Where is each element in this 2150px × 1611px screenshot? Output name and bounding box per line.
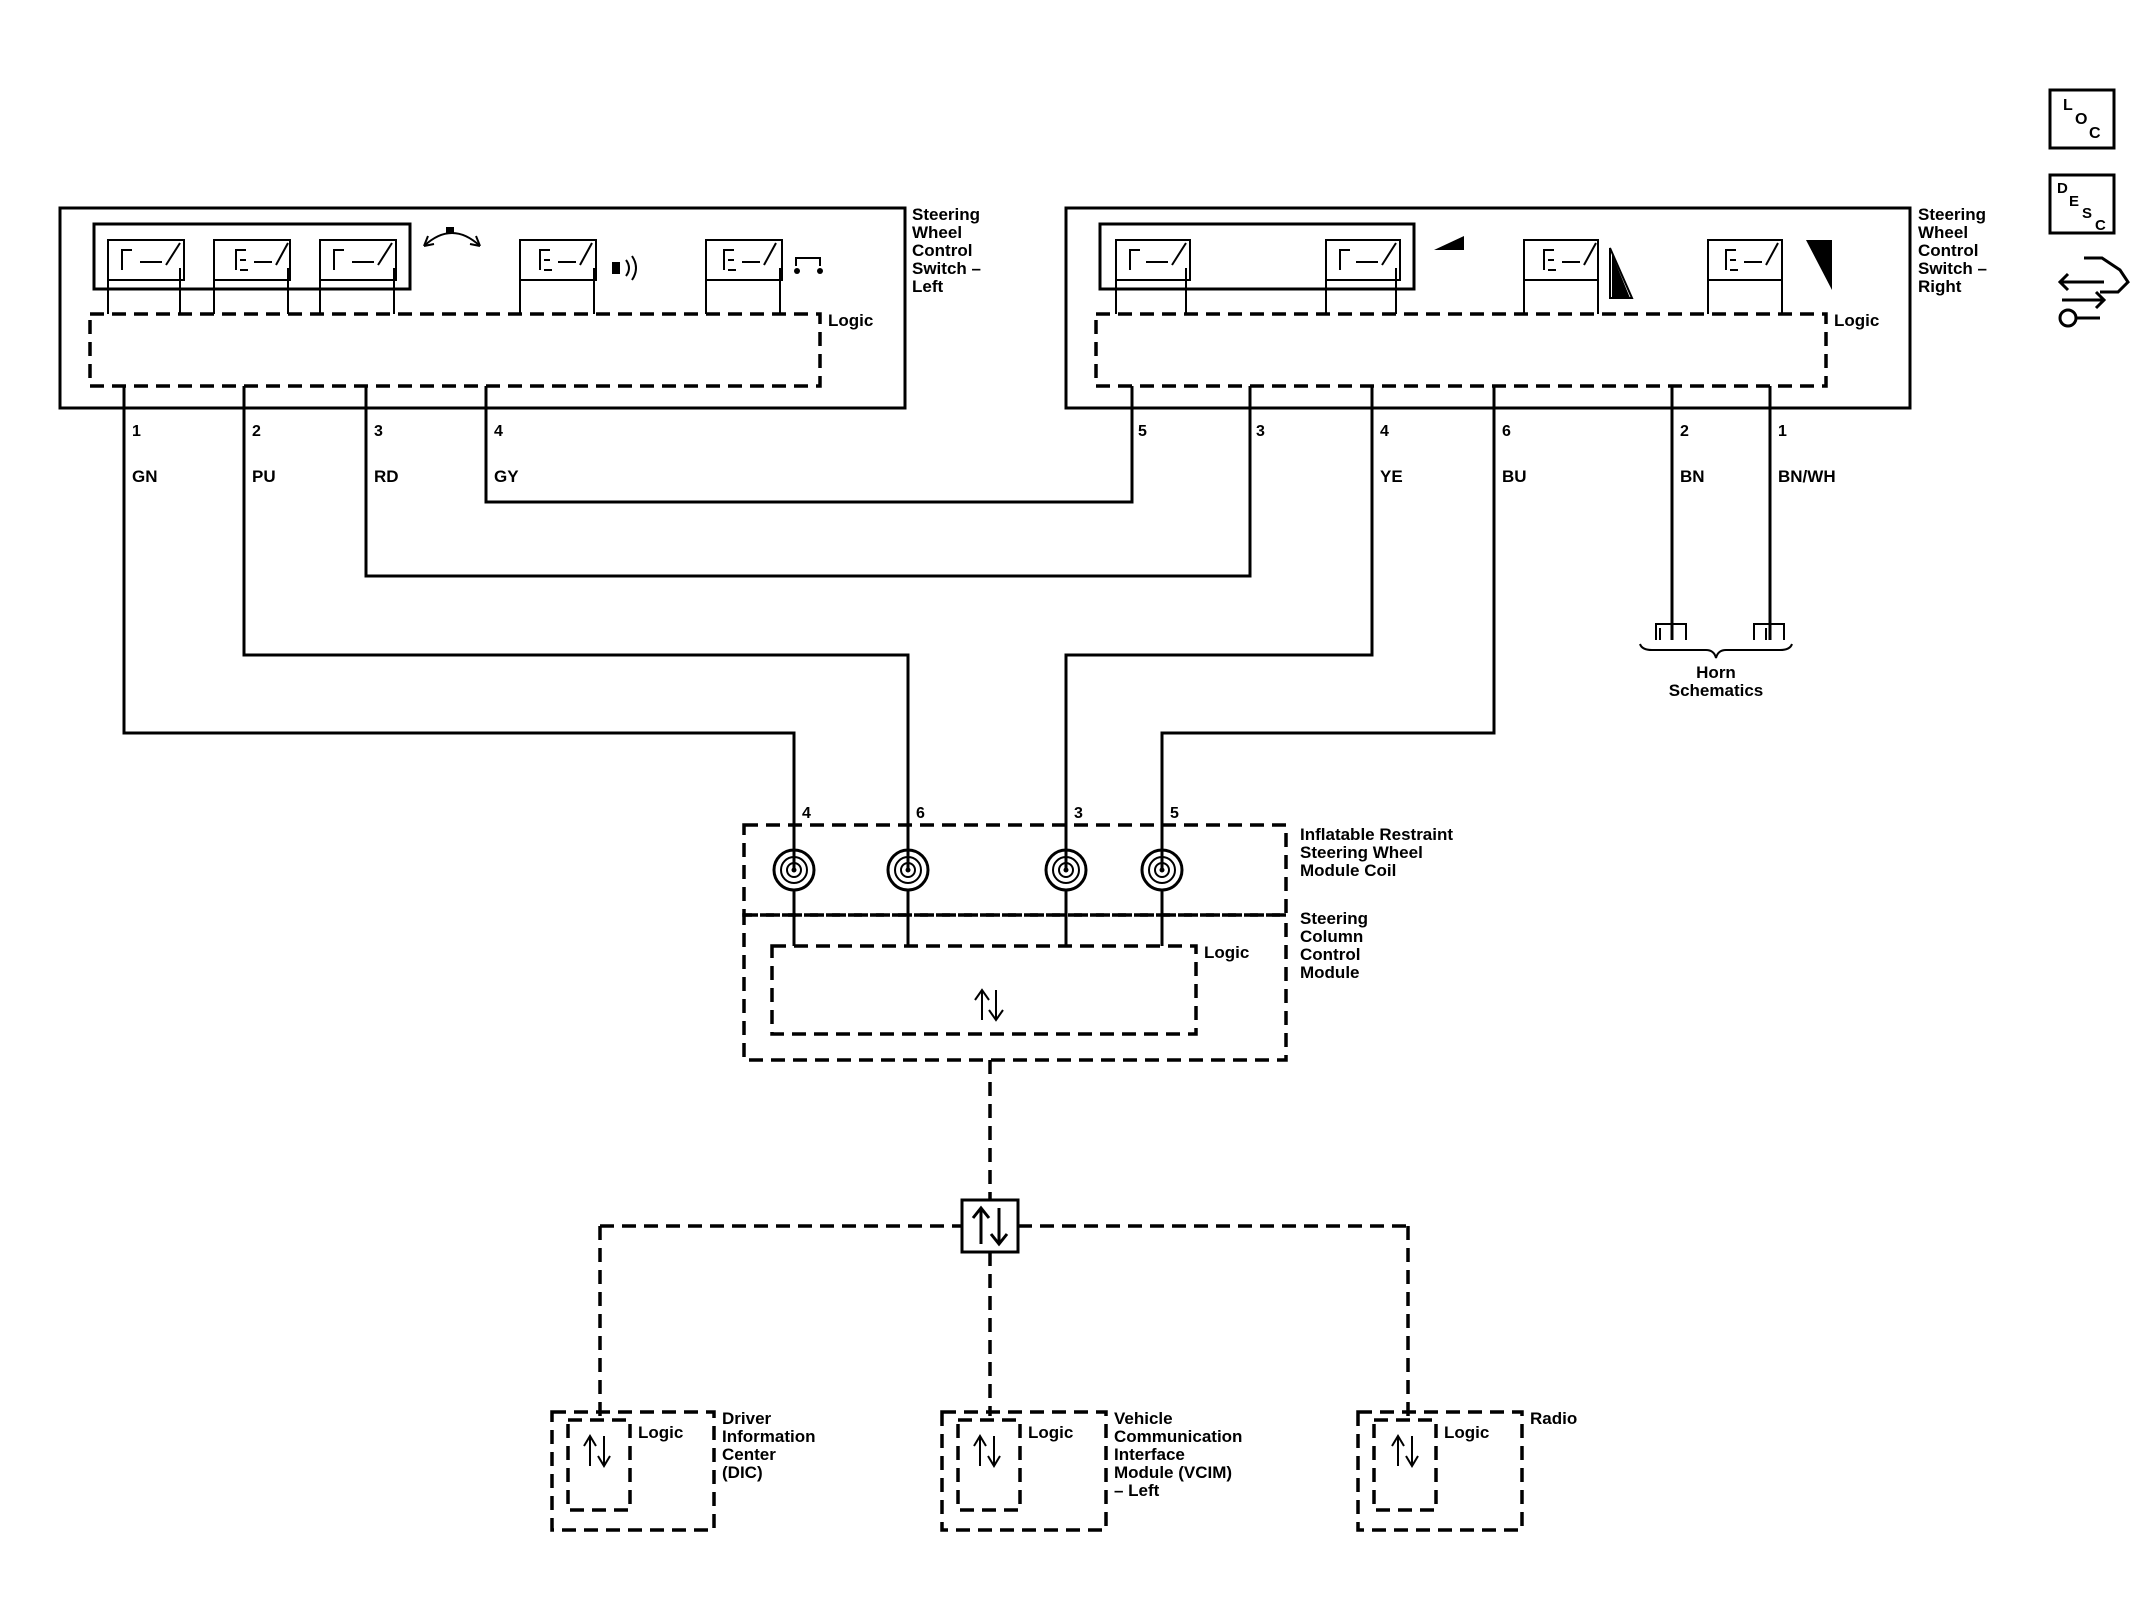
wires	[122, 386, 1772, 870]
svg-text:Logic: Logic	[1204, 943, 1249, 962]
svg-text:3: 3	[1256, 423, 1265, 440]
coil-icon	[1140, 848, 1184, 892]
phone-icon	[794, 257, 823, 274]
radio-name: Radio	[1530, 1409, 1577, 1428]
svg-text:D: D	[2057, 180, 2068, 197]
data-arrows-icon	[973, 1434, 1001, 1468]
desc-icon[interactable]: D E S C	[2048, 173, 2116, 235]
coil-icon	[886, 848, 930, 892]
swc-left-module: Logic Steering Wheel Control Switch – Le…	[58, 205, 986, 410]
svg-text:Logic: Logic	[1028, 1423, 1073, 1442]
svg-text:S: S	[2082, 205, 2092, 222]
coil-icon	[1044, 848, 1088, 892]
switch-icon	[1115, 239, 1191, 314]
svg-text:4: 4	[494, 423, 503, 440]
svg-text:C: C	[2089, 125, 2101, 142]
svg-text:4: 4	[802, 805, 811, 822]
swc-right-module: Logic Steering Wheel Control Switch – Ri…	[1064, 205, 1992, 410]
svg-text:2: 2	[1680, 423, 1689, 440]
coil-name: Inflatable Restraint Steering Wheel Modu…	[1300, 825, 1458, 880]
switch-icon	[1523, 239, 1599, 314]
svg-text:O: O	[2075, 111, 2087, 128]
svg-text:6: 6	[916, 805, 925, 822]
svg-text:1: 1	[132, 423, 141, 440]
svg-text:RD: RD	[374, 467, 399, 486]
svg-text:5: 5	[1170, 805, 1179, 822]
volume-ramp-icon	[1434, 236, 1464, 250]
dic-module: Logic Driver Information Center (DIC)	[550, 1409, 820, 1532]
wire-rd	[364, 386, 1252, 578]
switch-icon	[107, 239, 185, 314]
switch-icon	[1707, 239, 1783, 314]
coil-icon	[772, 848, 816, 892]
wire-gy	[484, 386, 1134, 504]
svg-text:5: 5	[1138, 423, 1147, 440]
svg-text:Logic: Logic	[1444, 1423, 1489, 1442]
svg-text:Horn: Horn	[1696, 663, 1736, 682]
swc-left-logic-label: Logic	[828, 311, 873, 330]
wire-bu	[1160, 386, 1496, 870]
switch-icon	[705, 239, 783, 314]
wire-labels-right: 5 3 4 YE 6 BU 2 BN 1 BN/WH	[1138, 423, 1836, 486]
vcim-name: Vehicle Communication Interface Module (…	[1114, 1409, 1247, 1500]
swc-right-logic-label: Logic	[1834, 311, 1879, 330]
svg-text:BN: BN	[1680, 467, 1705, 486]
svg-text:GN: GN	[132, 467, 158, 486]
data-arrows-icon	[583, 1434, 611, 1468]
wire-gn	[122, 386, 796, 870]
svg-text:Logic: Logic	[638, 1423, 683, 1442]
svg-text:BN/WH: BN/WH	[1778, 467, 1836, 486]
voice-signal-icon	[612, 255, 637, 281]
data-arrows-icon	[1391, 1434, 1419, 1468]
switch-icon	[213, 239, 291, 314]
svg-text:YE: YE	[1380, 467, 1403, 486]
switch-icon	[319, 239, 397, 314]
svg-text:GY: GY	[494, 467, 519, 486]
radio-module: Logic Radio	[1356, 1409, 1577, 1532]
svg-text:L: L	[2063, 97, 2073, 114]
swc-right-name: Steering Wheel Control Switch – Right	[1918, 205, 1992, 296]
svg-text:BU: BU	[1502, 467, 1527, 486]
wire-ye	[1064, 386, 1374, 870]
sccm-name: Steering Column Control Module	[1300, 909, 1373, 982]
volume-up-icon	[1609, 247, 1634, 299]
svg-text:3: 3	[1074, 805, 1083, 822]
svg-text:6: 6	[1502, 423, 1511, 440]
svg-text:4: 4	[1380, 423, 1389, 440]
wire-pu	[242, 386, 910, 870]
svg-text:3: 3	[374, 423, 383, 440]
loc-icon[interactable]: L O C	[2048, 88, 2116, 150]
svg-text:Schematics: Schematics	[1669, 681, 1764, 700]
svg-text:E: E	[2069, 193, 2079, 210]
swc-left-name: Steering Wheel Control Switch – Left	[912, 205, 986, 296]
vcim-module: Logic Vehicle Communication Interface Mo…	[940, 1409, 1247, 1532]
serial-data-bus	[598, 1060, 1410, 1416]
sccm-module: Logic Steering Column Control Module	[742, 890, 1373, 1062]
wire-labels-left: 1 GN 2 PU 3 RD 4 GY	[132, 423, 519, 486]
dic-name: Driver Information Center (DIC)	[722, 1409, 820, 1482]
volume-down-icon	[1806, 240, 1832, 290]
svg-text:2: 2	[252, 423, 261, 440]
svg-text:1: 1	[1778, 423, 1787, 440]
connector-tool-icon[interactable]	[2057, 256, 2130, 328]
serial-data-splice-icon	[960, 1198, 1020, 1254]
switch-icon	[519, 239, 597, 314]
svg-text:PU: PU	[252, 467, 276, 486]
horn-schematics-link[interactable]: Horn Schematics	[1639, 623, 1793, 700]
data-arrows-icon	[974, 988, 1004, 1022]
svg-text:C: C	[2095, 217, 2106, 234]
coil-module: 4 6 3 5 Inflatable Restraint Steering Wh…	[742, 805, 1458, 917]
seek-arrow-icon	[423, 227, 481, 247]
switch-icon	[1325, 239, 1401, 314]
